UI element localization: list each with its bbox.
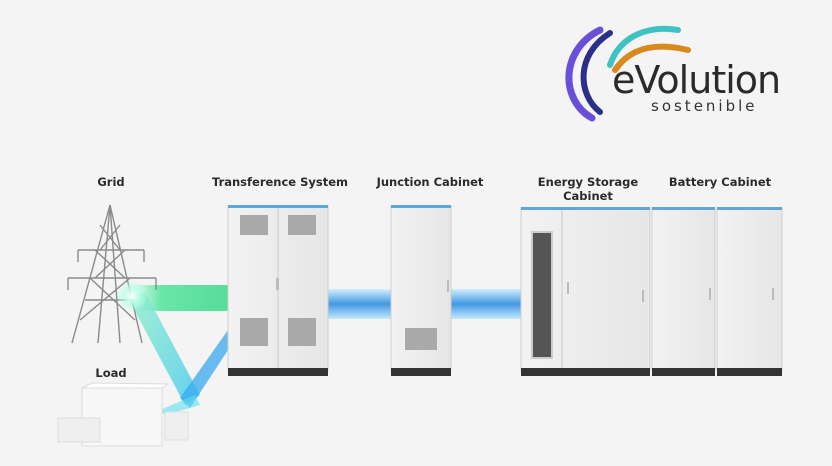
- energy-glow: [116, 280, 148, 312]
- flow-transference-to-junction: [326, 289, 393, 319]
- logo-wordmark: eVolution: [612, 58, 781, 102]
- transmission-tower-icon: [67, 204, 157, 344]
- label-junction-cabinet: Junction Cabinet: [376, 175, 484, 189]
- logo-swoosh-icon: [565, 25, 691, 122]
- label-transference-system: Transference System: [211, 175, 349, 189]
- flow-load-branch: [128, 292, 228, 415]
- label-load: Load: [95, 366, 127, 380]
- label-grid: Grid: [97, 175, 125, 189]
- label-battery-cabinet: Battery Cabinet: [668, 175, 772, 189]
- energy-storage-cabinet: [520, 207, 651, 376]
- junction-cabinet: [390, 205, 452, 376]
- flow-junction-to-storage: [449, 289, 523, 319]
- label-energy-storage-line1: Energy Storage: [537, 175, 639, 189]
- label-energy-storage-line2: Cabinet: [563, 189, 613, 203]
- battery-cabinet: [651, 207, 783, 376]
- load-buildings-icon: [57, 382, 189, 447]
- logo-tagline: sostenible: [651, 97, 758, 115]
- transference-system-cabinet: [227, 205, 329, 376]
